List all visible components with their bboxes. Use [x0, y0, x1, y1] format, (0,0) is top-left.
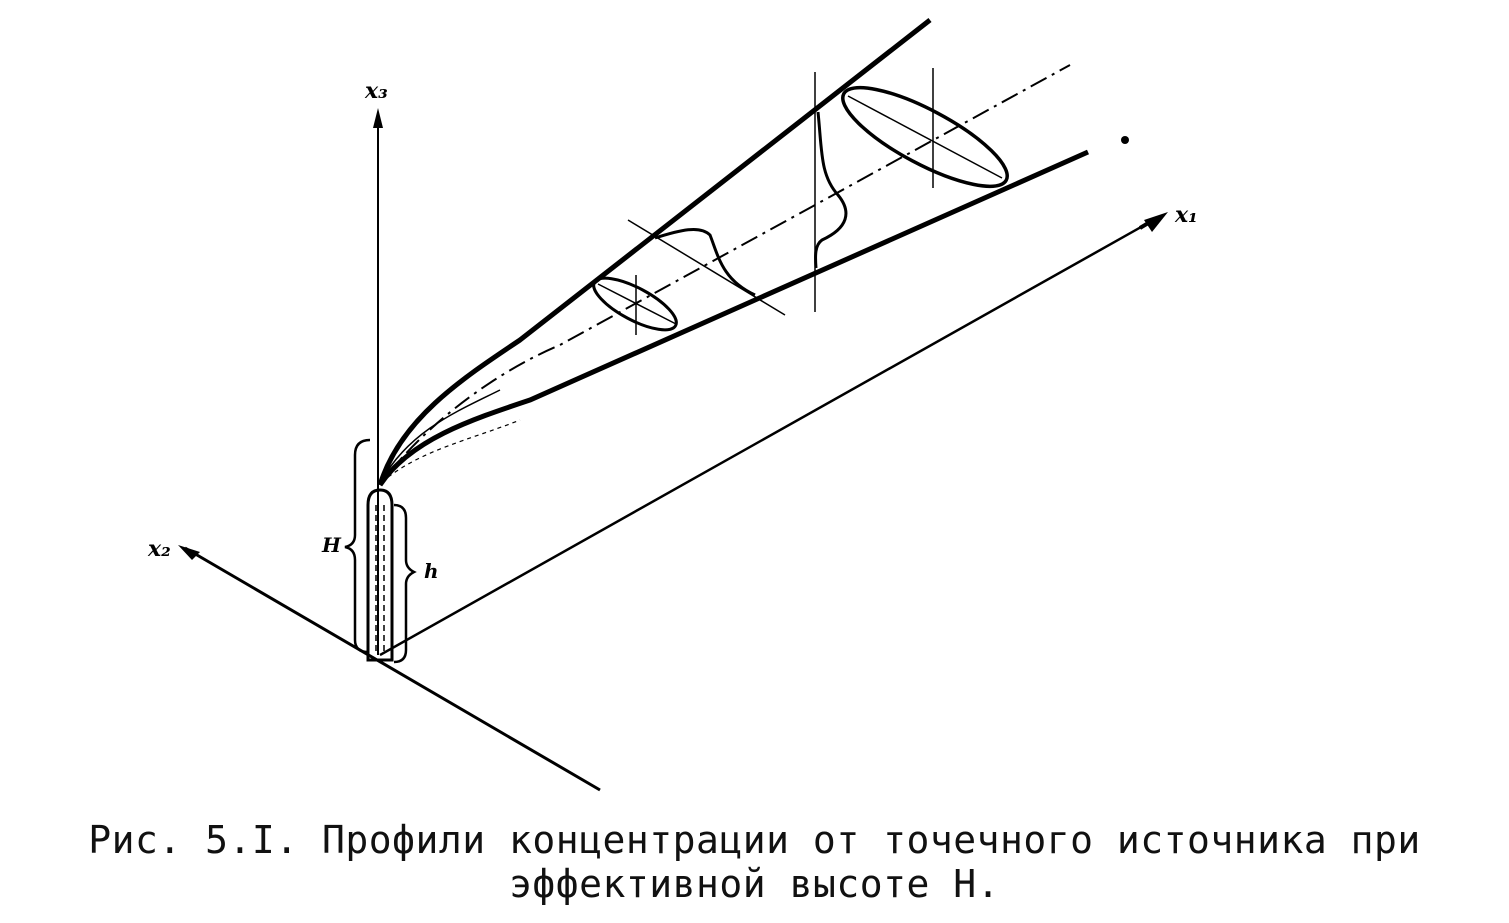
plume-lower-boundary [377, 149, 1090, 487]
x2-axis-arrow-icon [178, 545, 200, 560]
effective-height-label: H [321, 533, 342, 557]
x3-axis-arrow-icon [373, 108, 383, 128]
stack-height-brace [393, 503, 417, 664]
stack-height-label: h [424, 559, 439, 583]
concentration-profile-3 [814, 72, 848, 312]
x1-axis-arrow-icon [1144, 212, 1168, 232]
cross-section-4 [841, 68, 1009, 189]
x2-axis-line [184, 546, 601, 792]
cross-section-1 [592, 275, 678, 335]
x3-axis-label: x₃ [364, 78, 388, 104]
plume-diagram: x₃ x₁ x₂ H h [147, 18, 1198, 792]
x1-axis-label: x₁ [1174, 202, 1198, 228]
concentration-profile-2 [627, 219, 786, 316]
x2-axis-label: x₂ [147, 536, 171, 562]
plume-centerline [384, 64, 1071, 479]
figure-caption-line-1: Рис. 5.I. Профили концентрации от точечн… [88, 818, 1421, 862]
figure-caption-line-2: эффективной высоте H. [509, 862, 1000, 906]
plume-upper-boundary [377, 18, 932, 486]
effective-height-brace [344, 438, 371, 654]
stack-outline [366, 488, 394, 662]
x1-axis-line [379, 220, 1151, 657]
